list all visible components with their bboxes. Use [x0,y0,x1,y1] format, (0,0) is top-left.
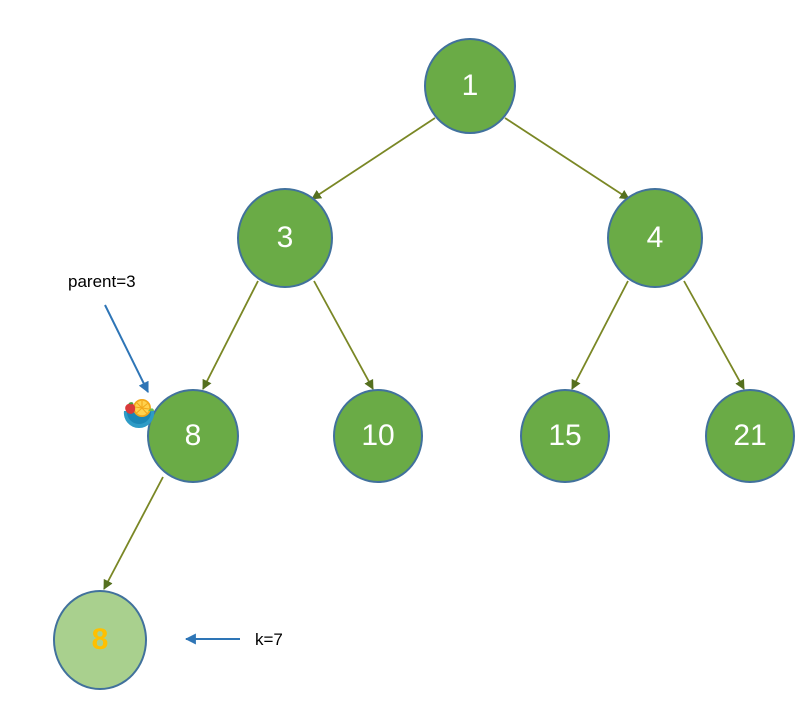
tree-node-4[interactable]: 4 [607,188,703,288]
annotation-arrow [104,304,149,393]
tree-edge [313,280,374,390]
tree-node-label: 10 [361,419,395,452]
tree-node-21[interactable]: 21 [705,389,795,483]
tree-edges [103,117,745,590]
tree-node-label: 3 [276,221,294,254]
tree-node-1[interactable]: 1 [424,38,516,134]
annotation-arrows [104,304,240,645]
tree-node-label: 8 [184,419,202,452]
tree-node-8-new[interactable]: 8 [53,590,147,690]
tree-node-label: 21 [733,419,767,452]
tree-edge [504,117,630,200]
tree-node-3[interactable]: 3 [237,188,333,288]
tree-node-10[interactable]: 10 [333,389,423,483]
tree-node-label: 15 [548,419,582,452]
fruit-bowl-icon [118,392,160,434]
tree-edge [103,476,164,590]
annotation-label-ann-k: k=7 [255,630,283,649]
annotation-label-ann-parent: parent=3 [68,272,136,291]
tree-edge [202,280,259,390]
tree-node-15[interactable]: 15 [520,389,610,483]
tree-node-label: 1 [461,69,479,102]
tree-edge [683,280,745,390]
tree-edge [311,117,436,200]
tree-node-8[interactable]: 8 [147,389,239,483]
tree-node-label: 8 [91,623,109,656]
tree-edge [571,280,629,390]
tree-node-label: 4 [646,221,664,254]
